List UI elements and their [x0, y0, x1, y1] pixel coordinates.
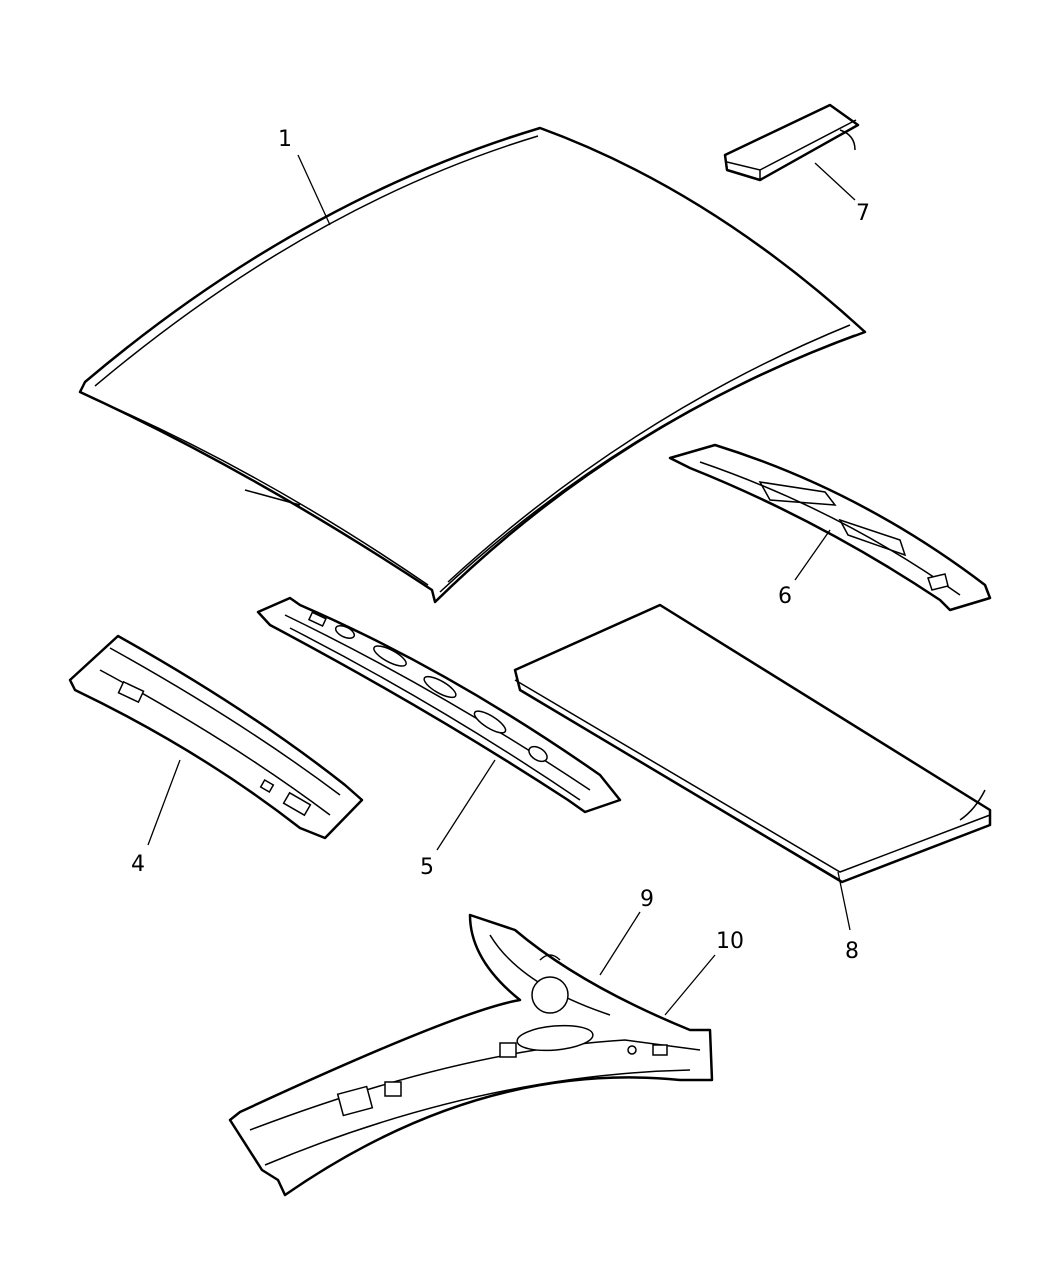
center-roof-bow — [256, 596, 622, 814]
roof-panel-pad — [513, 603, 992, 884]
callout-8: 8 — [845, 939, 859, 964]
callout-4: 4 — [131, 852, 145, 877]
callout-10: 10 — [716, 929, 744, 954]
quarter-pillar — [228, 913, 714, 1197]
leader-1 — [297, 154, 331, 226]
leader-4 — [147, 759, 181, 846]
leader-lines — [147, 154, 856, 1016]
leader-9 — [599, 911, 641, 976]
leader-6 — [794, 529, 831, 581]
callout-7: 7 — [856, 201, 870, 226]
leader-7 — [814, 162, 856, 201]
callout-9: 9 — [640, 887, 654, 912]
callout-5: 5 — [420, 855, 434, 880]
leader-8 — [837, 871, 851, 931]
callout-1: 1 — [278, 127, 292, 152]
callout-6: 6 — [778, 584, 792, 609]
roof-panel — [78, 126, 867, 604]
leader-5 — [436, 759, 496, 851]
front-roof-header — [68, 634, 364, 840]
roof-block — [723, 103, 860, 182]
leader-10 — [664, 954, 716, 1016]
rear-roof-bow — [668, 443, 992, 612]
